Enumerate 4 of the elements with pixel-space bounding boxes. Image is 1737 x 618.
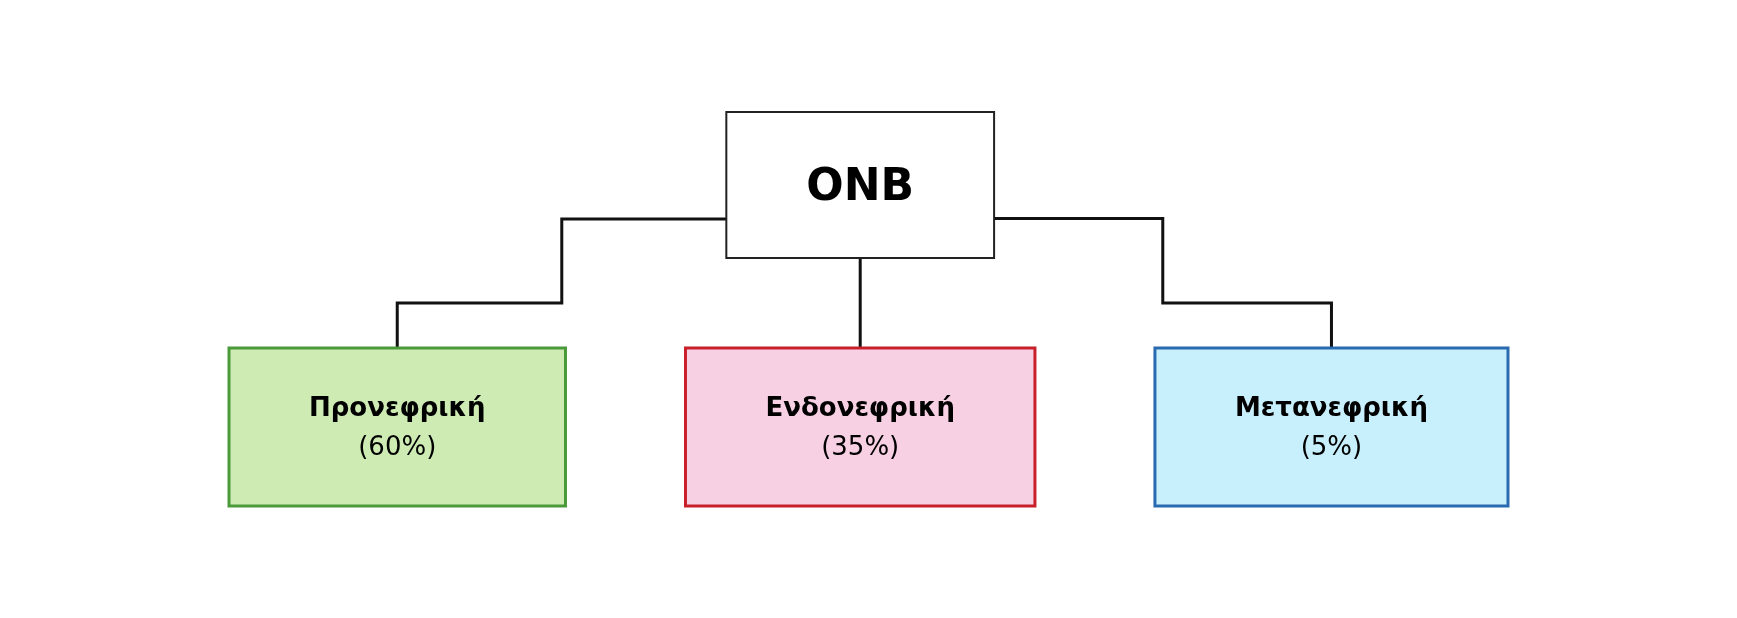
node-box: Ενδονεφρική (35%) <box>684 346 1037 508</box>
node-box: ONB <box>725 111 996 259</box>
node-box: Προνεφρική (60%) <box>227 346 567 508</box>
node-box: Μετανεφρική (5%) <box>1153 346 1510 508</box>
